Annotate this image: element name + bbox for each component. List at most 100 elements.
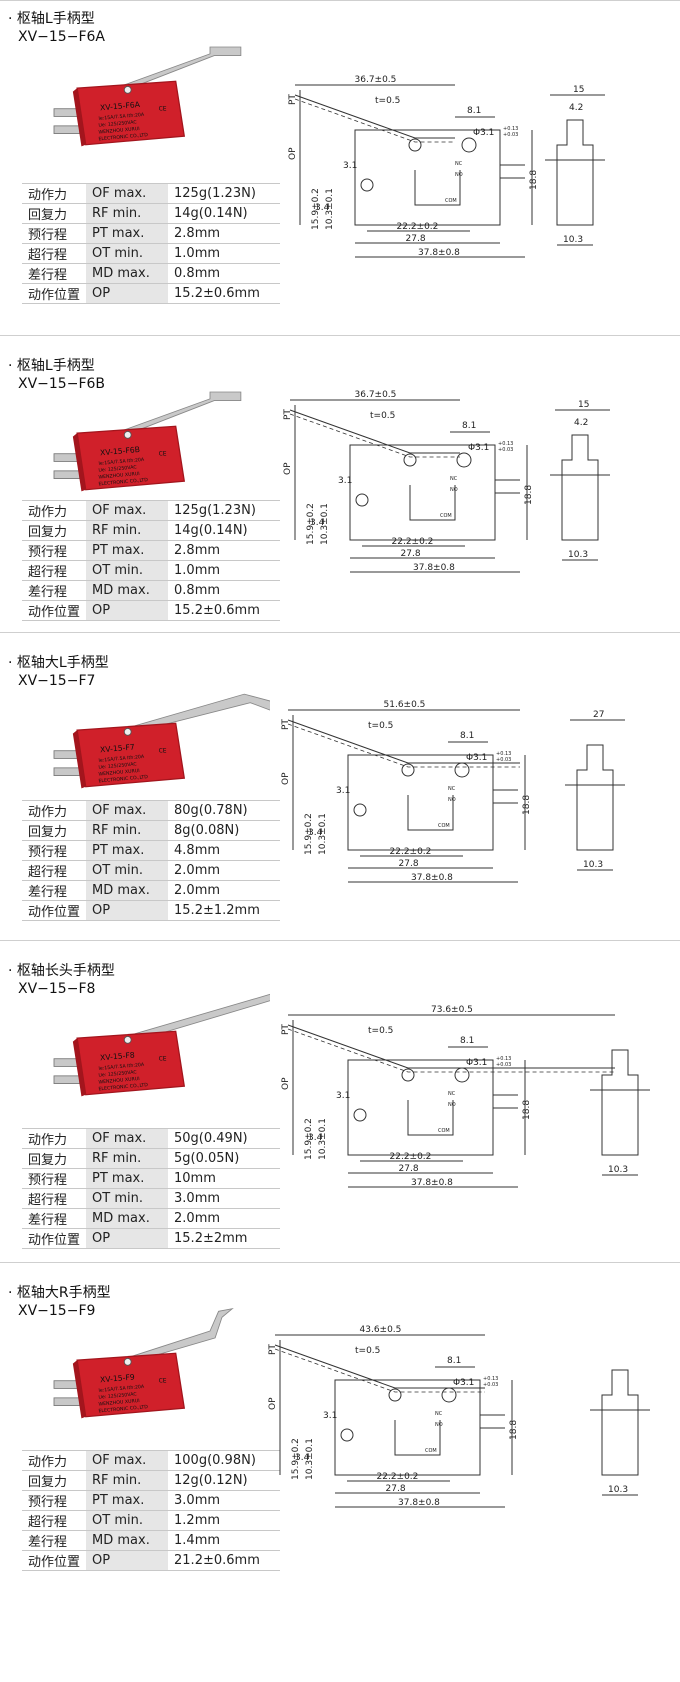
dimension-drawing: COMNCNO73.6±0.5t=0.58.1Φ3.1+0.13+0.03PTO… — [281, 1005, 650, 1188]
switch-model-print: XV-15-F9 — [100, 1372, 136, 1384]
hole-tol-down: +0.03 — [496, 1062, 511, 1068]
dim-3-4-value: 3.4 — [310, 518, 325, 528]
no-terminal-label: NO — [450, 487, 458, 493]
lever-outline — [287, 1024, 615, 1069]
dim-15-9-value: 15.9±0.2 — [291, 1438, 301, 1480]
pivot-hole-icon — [401, 763, 415, 777]
spec-value: 4.8mm — [168, 840, 281, 861]
spec-label: 预行程 — [22, 1490, 87, 1511]
com-terminal-label: COM — [438, 1128, 450, 1134]
com-terminal-label: COM — [445, 198, 457, 204]
switch-side-icon — [72, 433, 86, 492]
pivot-hole-icon — [388, 1388, 402, 1402]
switch-maker-print: WENZHOU XURUI — [98, 1398, 140, 1408]
thickness-value: t=0.5 — [370, 411, 395, 421]
side-view-outline — [561, 434, 599, 541]
switch-body-icon — [76, 80, 186, 146]
product-name: 枢轴大L手柄型 — [16, 655, 109, 671]
spec-parameter: OF max. — [86, 800, 169, 821]
switch-voltage-print: Ue: 125/250VAC — [98, 761, 137, 770]
lever-travel-dashed — [294, 98, 455, 143]
hole-dia-value: Φ3.1 — [453, 1378, 474, 1388]
lever-outline — [274, 1344, 485, 1389]
spec-label: 动作力 — [22, 500, 87, 521]
lever-tip-value: 4.2 — [569, 103, 583, 113]
spec-label: 差行程 — [22, 1530, 87, 1551]
hole-tol-up: +0.13 — [496, 1056, 511, 1062]
section-divider — [0, 1262, 680, 1263]
dimension-drawing: COMNCNO43.6±0.5t=0.58.1Φ3.1+0.13+0.03PTO… — [268, 1325, 650, 1508]
spec-label: 预行程 — [22, 223, 87, 244]
spec-parameter: OF max. — [86, 1450, 169, 1471]
spec-parameter: OP — [86, 900, 169, 921]
dimension-drawing: COMNCNO36.7±0.5t=0.58.1Φ3.1+0.13+0.03PTO… — [288, 75, 605, 258]
spec-value: 5g(0.05N) — [168, 1148, 281, 1169]
dim-18-8-value: 18.8 — [509, 1420, 519, 1440]
switch-rating-print: Ie:15A/7.5A Ith:20A — [98, 1384, 145, 1394]
body-outline — [347, 1059, 494, 1156]
nc-terminal-label: NC — [435, 1411, 443, 1417]
lever-travel-dashed — [274, 1348, 485, 1393]
dim-8-1-value: 8.1 — [462, 421, 476, 431]
nc-terminal-label: NC — [450, 476, 458, 482]
spec-label: 动作力 — [22, 1128, 87, 1149]
pivot-hole-icon — [401, 1068, 415, 1082]
switch-body-icon — [76, 1030, 186, 1096]
hole-tol-up: +0.13 — [498, 441, 513, 447]
switch-side-icon — [72, 1360, 86, 1419]
ce-mark-print: CE — [159, 1377, 167, 1384]
dim-3-1-value: 3.1 — [338, 476, 352, 486]
dim-22-2-value: 22.2±0.2 — [397, 222, 439, 232]
lever-tip-value: 4.2 — [574, 418, 588, 428]
ce-mark-print: CE — [159, 747, 167, 754]
side-width-value: 10.3 — [563, 235, 583, 245]
hole-dia-value: Φ3.1 — [466, 753, 487, 763]
spec-label: 回复力 — [22, 1470, 87, 1491]
product-model: XV−15−F7 — [18, 673, 96, 689]
side-width-value: 10.3 — [608, 1485, 628, 1495]
dim-3-4-value: 3.4 — [315, 203, 330, 213]
spec-value: 0.8mm — [168, 580, 281, 601]
body-outline — [354, 129, 501, 226]
spec-value: 21.2±0.6mm — [168, 1550, 281, 1571]
switch-rating-print: Ie:15A/7.5A Ith:20A — [98, 112, 145, 122]
lever-length-value: 51.6±0.5 — [384, 700, 426, 710]
side-view-outline — [601, 1369, 639, 1476]
spec-parameter: MD max. — [86, 263, 169, 284]
spec-parameter: OF max. — [86, 500, 169, 521]
spec-parameter: MD max. — [86, 1530, 169, 1551]
spec-value: 15.2±2mm — [168, 1228, 281, 1249]
switch-maker-print: WENZHOU XURUI — [98, 1076, 140, 1086]
spec-parameter: OT min. — [86, 243, 169, 264]
hole-tol-up: +0.13 — [483, 1376, 498, 1382]
spec-label: 回复力 — [22, 520, 87, 541]
switch-side-icon — [72, 88, 86, 147]
switch-model-print: XV-15-F7 — [100, 742, 136, 754]
op-label: OP — [281, 772, 291, 785]
product-model: XV−15−F8 — [18, 981, 96, 997]
switch-company-print: ELECTRONIC CO.,LTD — [98, 1404, 148, 1414]
switch-company-print: ELECTRONIC CO.,LTD — [98, 132, 148, 142]
mount-hole-icon — [340, 1428, 354, 1442]
bullet: · — [8, 655, 13, 671]
spec-parameter: OP — [86, 1228, 169, 1249]
mount-hole-icon — [454, 1067, 470, 1083]
